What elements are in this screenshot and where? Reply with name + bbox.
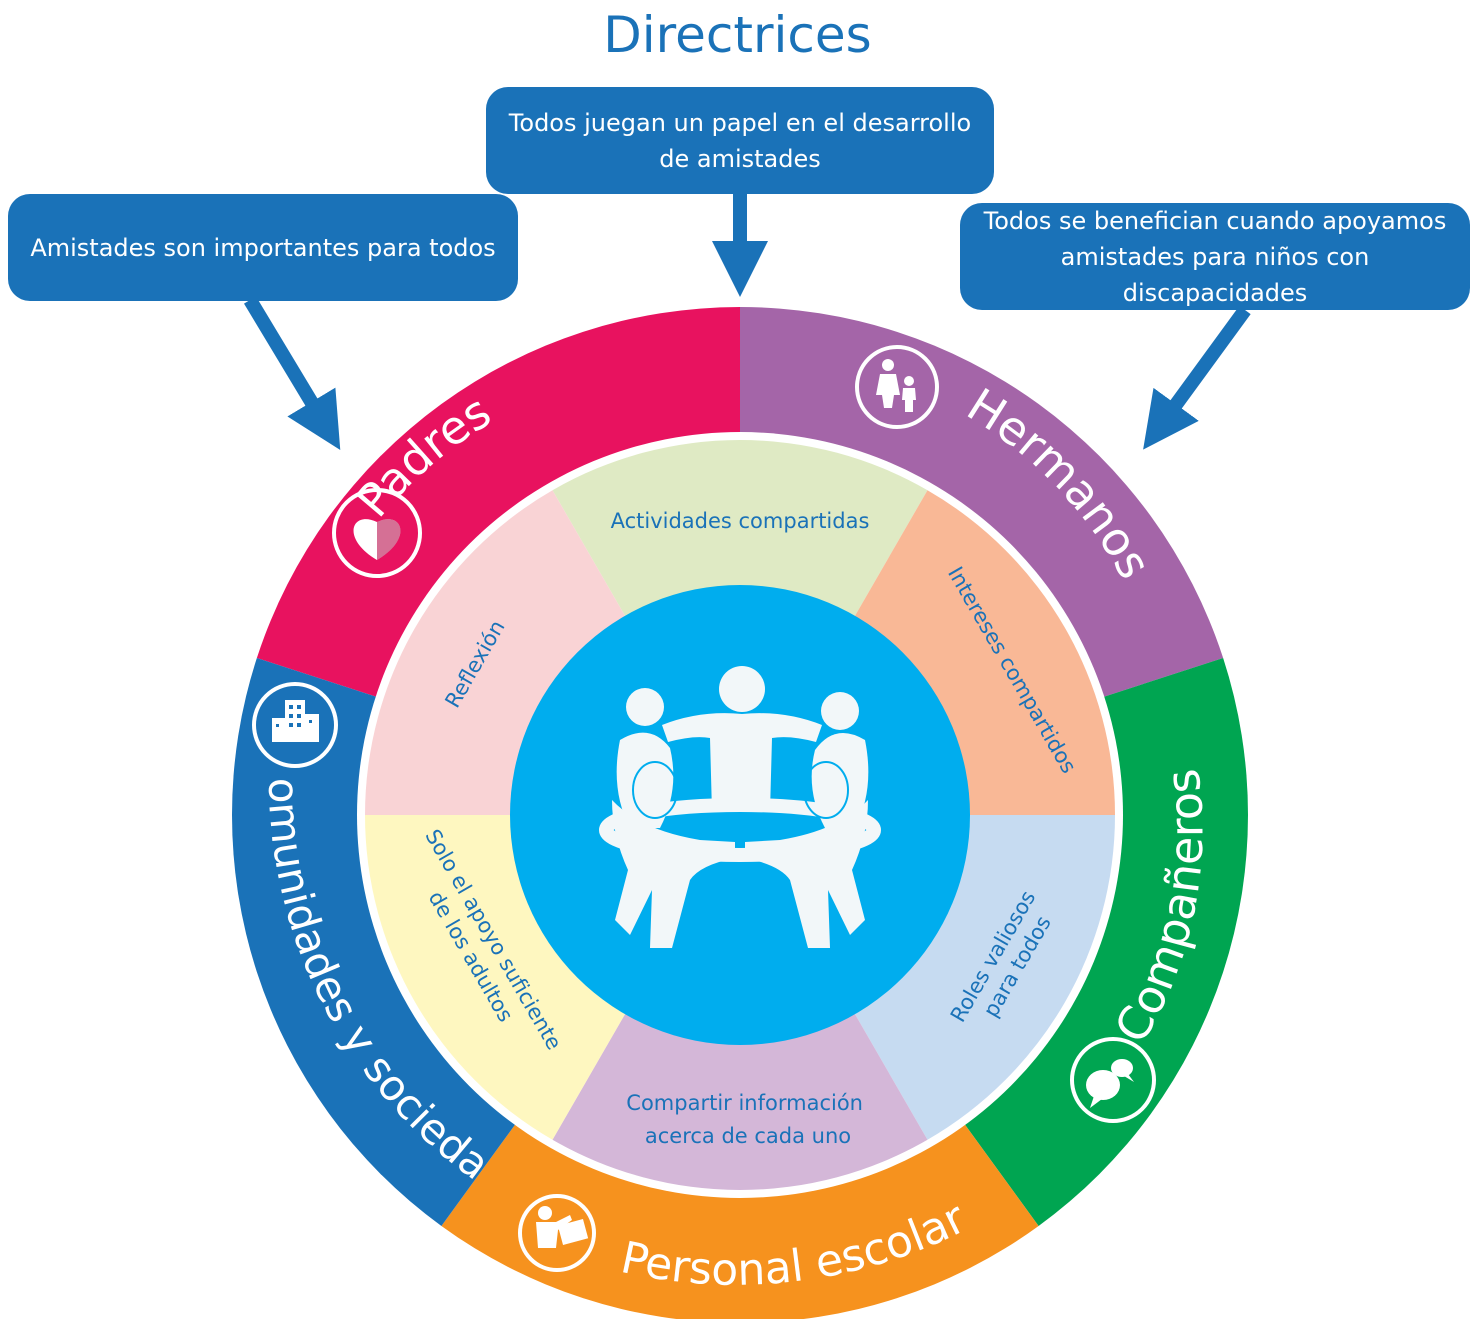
page-title: Directrices xyxy=(603,6,872,64)
inner-label-compartir-line1: Compartir información xyxy=(626,1091,863,1115)
center-disk xyxy=(510,585,970,1045)
callout-right: Todos se benefician cuando apoyamos amis… xyxy=(960,203,1470,310)
inner-label-compartir-line2: acerca de cada uno xyxy=(645,1124,851,1148)
buildings-icon xyxy=(252,682,338,768)
teacher-icon xyxy=(518,1194,596,1272)
speech-bubbles-icon xyxy=(1070,1037,1156,1123)
arrow-left xyxy=(244,296,341,450)
inner-label-actividades: Actividades compartidas xyxy=(611,509,870,533)
callout-center: Todos juegan un papel en el desarrollo d… xyxy=(486,87,994,194)
inner-label-compartir: Compartir información acerca de cada uno xyxy=(626,1091,869,1148)
callout-left: Amistades son importantes para todos xyxy=(8,194,518,301)
siblings-icon xyxy=(855,345,939,429)
people-circle-icon xyxy=(599,666,881,948)
heart-icon xyxy=(332,488,422,578)
arrow-right xyxy=(1143,305,1251,450)
arrows xyxy=(244,194,1251,450)
